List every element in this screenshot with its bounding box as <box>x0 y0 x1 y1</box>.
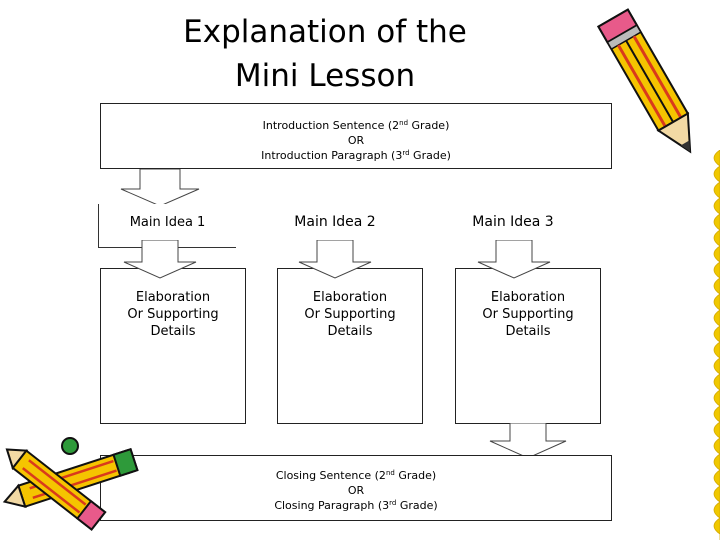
crossed-pencils-icon <box>0 432 150 532</box>
elab-1-line-2: Or Supporting <box>101 306 245 323</box>
intro-line-3: Introduction Paragraph (3rd Grade) <box>101 148 611 163</box>
intro-box: Introduction Sentence (2nd Grade) OR Int… <box>100 103 612 169</box>
scalloped-border-icon <box>706 150 720 540</box>
intro-line-1: Introduction Sentence (2nd Grade) <box>101 118 611 133</box>
closing-line-3: Closing Paragraph (3rd Grade) <box>101 498 611 513</box>
down-arrow-icon <box>474 240 554 280</box>
down-arrow-icon <box>120 240 200 280</box>
main-idea-1-label: Main Idea 1 <box>130 215 206 230</box>
elab-2-line-2: Or Supporting <box>278 306 422 323</box>
elab-3-line-3: Details <box>456 323 600 340</box>
elab-2-line-1: Elaboration <box>278 289 422 306</box>
title-line-2: Mini Lesson <box>140 54 510 98</box>
elaboration-box-3: Elaboration Or Supporting Details <box>455 268 601 424</box>
down-arrow-icon <box>295 240 375 280</box>
main-idea-2-label: Main Idea 2 <box>270 214 400 231</box>
closing-line-1: Closing Sentence (2nd Grade) <box>101 468 611 483</box>
elab-3-line-1: Elaboration <box>456 289 600 306</box>
title-line-1: Explanation of the <box>140 10 510 54</box>
elaboration-box-1: Elaboration Or Supporting Details <box>100 268 246 424</box>
page-title: Explanation of the Mini Lesson <box>140 10 510 98</box>
elab-1-line-3: Details <box>101 323 245 340</box>
down-arrow-icon <box>120 169 200 207</box>
intro-or: OR <box>101 133 611 148</box>
closing-or: OR <box>101 483 611 498</box>
closing-box: Closing Sentence (2nd Grade) OR Closing … <box>100 455 612 521</box>
elaboration-box-2: Elaboration Or Supporting Details <box>277 268 423 424</box>
elab-2-line-3: Details <box>278 323 422 340</box>
main-idea-3-label: Main Idea 3 <box>448 214 578 231</box>
elab-3-line-2: Or Supporting <box>456 306 600 323</box>
down-arrow-icon <box>488 423 568 459</box>
elab-1-line-1: Elaboration <box>101 289 245 306</box>
